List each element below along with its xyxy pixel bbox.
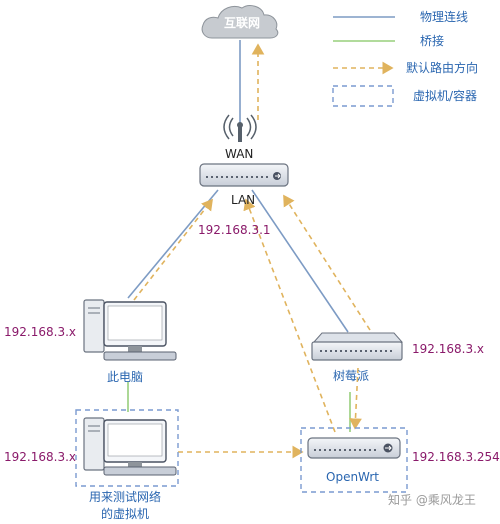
openwrt-label: OpenWrt: [326, 470, 380, 484]
wifi-antenna-icon: [223, 114, 257, 142]
route-arrow-raspberry-to-openwrt: [349, 367, 362, 430]
pc-ip: 192.168.3.x: [4, 325, 76, 339]
route-arrow-raspberry-to-router: [283, 194, 371, 331]
legend-vm-swatch: [332, 85, 394, 107]
legend-route-label: 默认路由方向: [406, 61, 479, 75]
physical-line-router-raspberry: [251, 189, 349, 333]
vm-container-border: [75, 409, 179, 487]
router-wan-label: WAN: [225, 147, 254, 161]
openwrt-router-icon: [307, 437, 401, 459]
legend-physical-label: 物理连线: [420, 10, 469, 24]
pc-icon: [83, 299, 177, 361]
legend: [332, 16, 395, 107]
router-ip: 192.168.3.1: [198, 223, 271, 237]
raspberry-pi-icon: [311, 332, 404, 361]
raspberry-label: 树莓派: [333, 369, 370, 383]
route-arrow-openwrt-to-router: [243, 198, 336, 433]
router-lan-label: LAN: [231, 193, 256, 207]
openwrt-container-border: [300, 427, 408, 493]
internet-cloud-icon: [201, 5, 279, 39]
vm-label-line2: 的虚拟机: [101, 507, 150, 521]
vm-ip: 192.168.3.x: [4, 450, 76, 464]
vm-label-line1: 用来测试网络: [89, 490, 162, 504]
legend-bridge-label: 桥接: [420, 34, 445, 48]
route-arrow-pc-to-router: [133, 198, 213, 301]
legend-vm-label: 虚拟机/容器: [413, 89, 478, 103]
router-icon: [199, 163, 289, 187]
internet-label: 互联网: [224, 16, 261, 30]
pc-label: 此电脑: [107, 370, 144, 384]
physical-line-router-pc: [127, 189, 219, 299]
vm-pc-icon: [83, 417, 177, 476]
raspberry-ip: 192.168.3.x: [412, 342, 484, 356]
watermark-text: 知乎 @乘风龙王: [388, 493, 476, 507]
openwrt-ip: 192.168.3.254: [412, 450, 500, 464]
